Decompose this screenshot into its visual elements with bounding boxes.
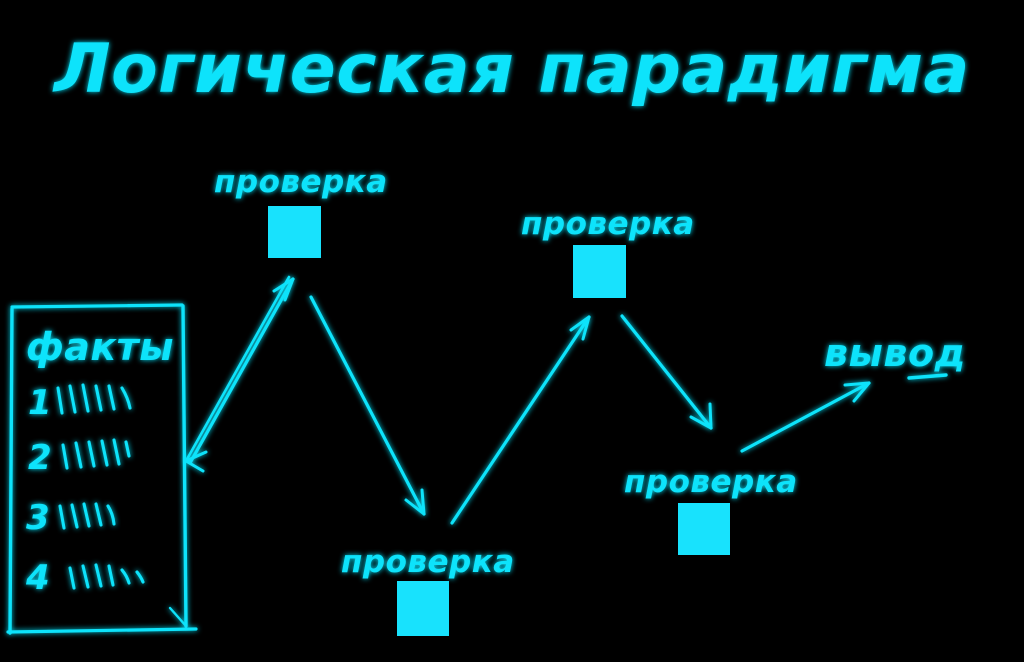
facts-heading-text: факты	[26, 325, 174, 369]
page-title-text: Логическая парадигма	[52, 30, 970, 109]
list-item: 4	[25, 558, 145, 598]
arrow-check1-to-check3	[309, 295, 426, 516]
facts-box	[6, 303, 198, 635]
node-square[interactable]	[573, 245, 626, 298]
node-check-3[interactable]: проверка	[341, 544, 515, 636]
facts-box-heading: факты	[26, 325, 174, 369]
node-label: проверка	[624, 464, 798, 500]
list-item: 3	[26, 498, 116, 538]
node-square[interactable]	[397, 581, 449, 636]
fact-number: 3	[26, 498, 50, 538]
page-title: Логическая парадигма	[52, 30, 970, 109]
arrow-facts-to-check1	[184, 275, 295, 473]
list-item: 2	[28, 438, 131, 478]
conclusion-underline	[907, 373, 948, 380]
node-label: проверка	[214, 164, 388, 200]
list-item: 1	[28, 383, 132, 423]
node-check-4[interactable]: проверка	[624, 464, 798, 555]
arrow-check3-to-check2	[450, 315, 591, 525]
arrow-check4-to-conclusion	[740, 381, 871, 453]
node-check-2[interactable]: проверка	[521, 206, 695, 298]
fact-number: 1	[28, 383, 52, 423]
conclusion-label: вывод	[824, 331, 966, 375]
arrow-check2-to-check4	[620, 314, 713, 430]
fact-scribble	[61, 438, 131, 470]
fact-number: 4	[25, 558, 50, 598]
fact-scribble	[68, 563, 145, 590]
node-square[interactable]	[678, 503, 730, 555]
node-label: проверка	[521, 206, 695, 242]
fact-number: 2	[28, 438, 52, 478]
facts-list: 1 2	[25, 383, 145, 598]
fact-scribble	[56, 383, 132, 415]
conclusion-node[interactable]: вывод	[824, 331, 966, 380]
node-check-1[interactable]: проверка	[214, 164, 388, 258]
node-square[interactable]	[268, 206, 321, 258]
fact-scribble	[58, 502, 116, 530]
node-label: проверка	[341, 544, 515, 580]
